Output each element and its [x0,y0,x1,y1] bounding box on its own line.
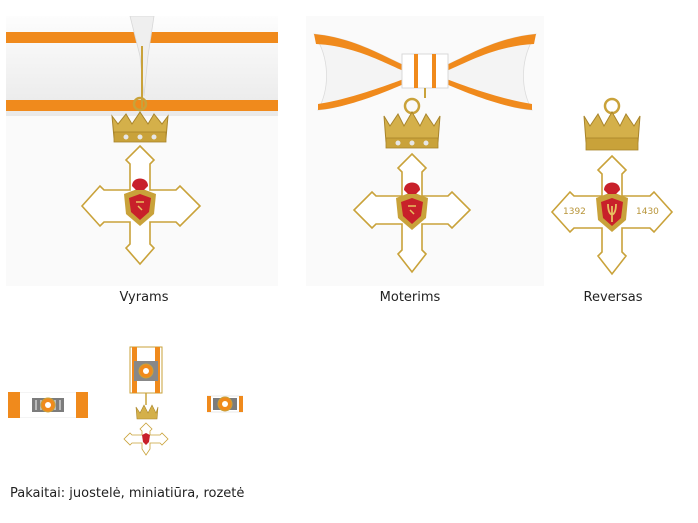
miniature-icon [123,346,169,456]
women-bow-ribbon [313,33,537,111]
rosette-icon [207,395,243,413]
crown-icon [583,110,641,151]
ribbon-bar-icon [8,392,88,418]
reverse-cross-icon [550,97,674,276]
crown-icon [111,111,169,143]
reverse-year-left: 1392 [563,207,586,217]
caption-men: Vyrams [119,290,169,305]
men-cross-icon [80,96,202,266]
crown-icon [383,110,441,149]
caption-reverse: Reversas [583,290,643,305]
caption-women: Moterims [379,290,441,305]
reverse-year-right: 1430 [636,207,659,217]
women-cross-icon [352,97,472,274]
footer-caption: Pakaitai: juostelė, miniatiūra, rozetė [10,486,245,501]
